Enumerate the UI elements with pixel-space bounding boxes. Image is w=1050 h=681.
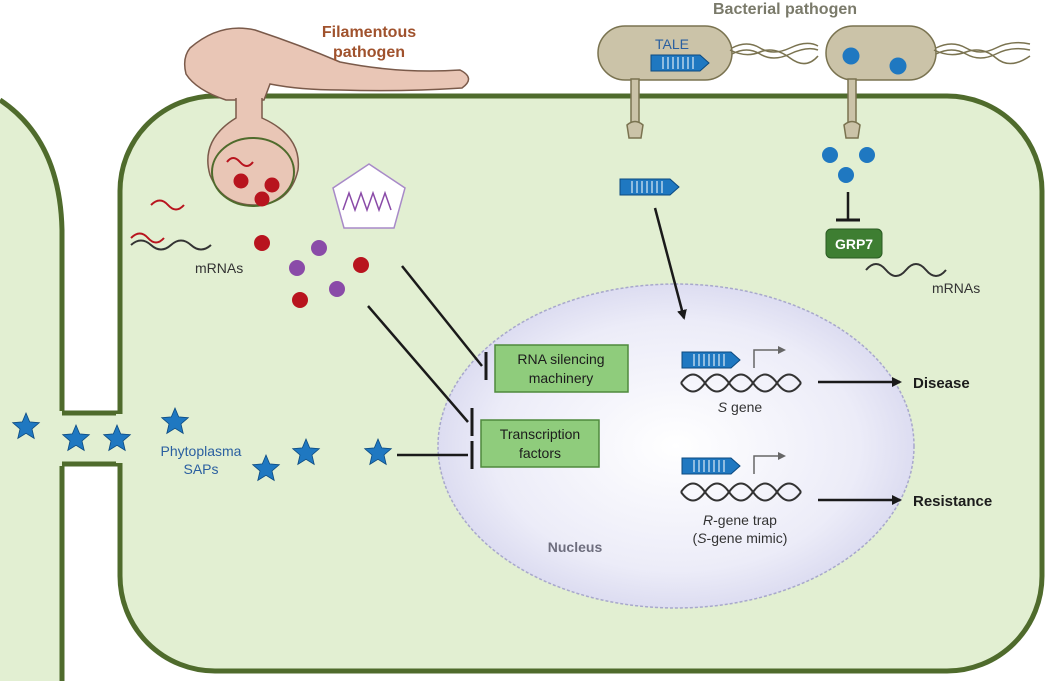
mrna-right-wave <box>865 263 947 277</box>
phytoplasma-sap-stars <box>11 406 393 482</box>
inhibition-to-rna-silencing <box>401 265 488 380</box>
resistance-label: Resistance <box>913 493 992 510</box>
disease-label: Disease <box>913 375 970 392</box>
small-rnas <box>130 199 212 251</box>
filamentous-pathogen <box>183 27 470 207</box>
r-gene-trap-label: R-gene trap <box>703 512 777 528</box>
nucleus-label: Nucleus <box>548 539 603 555</box>
inhibition-from-sap <box>397 441 474 469</box>
virus-pentagon-icon <box>332 163 406 229</box>
tale-label: TALE <box>655 36 689 52</box>
grp7-box <box>825 228 883 259</box>
s-gene-label: S gene <box>718 399 763 415</box>
tale-cytoplasm-icon <box>619 178 680 196</box>
r-gene-trap <box>680 452 802 502</box>
bacterial-pathogen-1 <box>597 25 819 139</box>
s-gene <box>680 346 802 393</box>
transcription-factors-box <box>480 419 600 468</box>
rna-silencing-label-line2: machinery <box>529 370 594 386</box>
bacterial-pathogen-label: Bacterial pathogen <box>713 1 857 18</box>
neighbor-cell <box>0 97 65 681</box>
phytoplasma-label-line1: Phytoplasma <box>161 443 242 459</box>
effector-dots <box>254 235 369 308</box>
mrnas-right-label: mRNAs <box>932 280 980 296</box>
transcription-factors-label-line2: factors <box>519 445 561 461</box>
phytoplasma-label-line2: SAPs <box>183 461 218 477</box>
filamentous-pathogen-label-line2: pathogen <box>333 44 405 61</box>
rna-silencing-label-line1: RNA silencing <box>517 351 604 367</box>
blue-effector-dots <box>822 147 875 183</box>
grp7-inhibition <box>836 192 860 222</box>
bacterial-pathogen-2 <box>825 25 1031 139</box>
s-gene-mimic-label: (S-gene mimic) <box>693 530 788 546</box>
mrnas-left-label: mRNAs <box>195 260 243 276</box>
tale-to-nucleus-arrow <box>653 207 687 320</box>
filamentous-pathogen-label-line1: Filamentous <box>322 24 416 41</box>
rna-silencing-box <box>494 344 629 393</box>
inhibition-to-transcription-factors <box>367 305 474 436</box>
transcription-factors-label-line1: Transcription <box>500 426 580 442</box>
grp7-label: GRP7 <box>835 236 873 252</box>
